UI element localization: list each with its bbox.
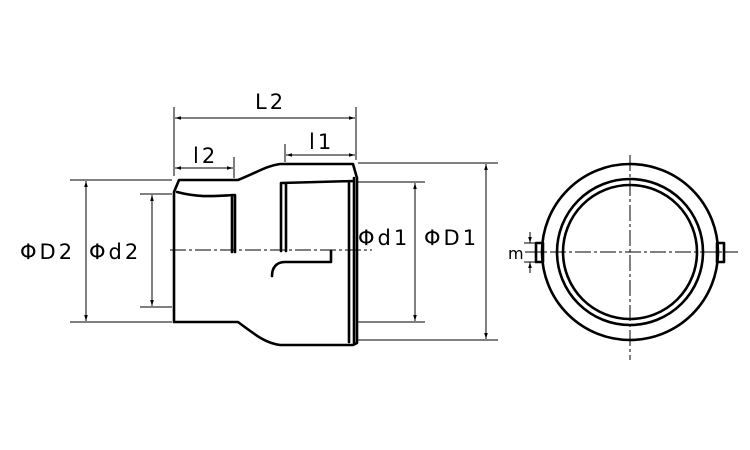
dimension-labels: L2 l2 l1 ΦD2 Φd2 Φd1 ΦD1 m [20,90,524,264]
inner-wall-right [279,176,356,345]
label-d2: Φd2 [89,240,141,264]
fitting-outline [172,162,359,347]
label-L2: L2 [255,90,286,114]
label-l2: l2 [193,144,218,168]
fitting-end-view [524,155,738,360]
inner-wall-left [175,190,237,254]
socket-hook [270,249,333,278]
label-D1: ΦD1 [424,226,479,250]
right-tab [715,241,726,264]
label-d1: Φd1 [358,226,410,250]
label-D2: ΦD2 [20,240,75,264]
left-tab [534,241,545,264]
dimension-lines [84,116,488,339]
label-m: m [508,244,524,263]
label-l1: l1 [309,130,334,154]
extension-lines [70,107,498,341]
fitting-side-view [172,162,359,347]
